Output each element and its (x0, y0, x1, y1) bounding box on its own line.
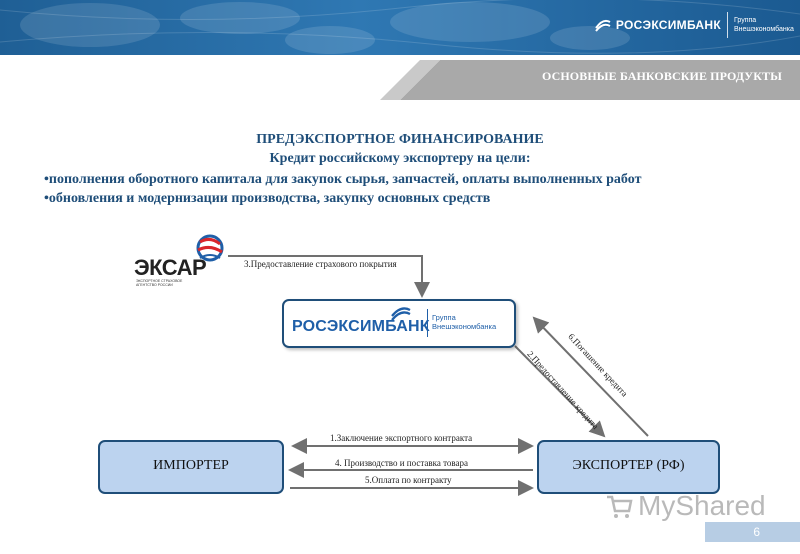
step-1-label: 1.Заключение экспортного контракта (330, 433, 473, 443)
eskar-emblem-icon (196, 234, 224, 262)
eskar-subtitle: ЭКСПОРТНОЕ СТРАХОВОЕ АГЕНТСТВО РОССИИ (136, 279, 183, 287)
step-3-label: 3.Предоставление страхового покрытия (244, 259, 397, 269)
exporter-label: ЭКСПОРТЕР (РФ) (572, 458, 685, 473)
bullet-item-2: •обновления и модернизации производства,… (44, 191, 491, 206)
rosexim-subtitle: Группа Внешэкономбанка (432, 313, 497, 331)
brand-subtitle: Группа Внешэкономбанка (734, 17, 794, 33)
header-banner: РОСЭКСИМБАНК Группа Внешэкономбанка (0, 0, 800, 55)
brand-divider (727, 12, 728, 38)
cart-icon (607, 495, 633, 518)
page-title: ПРЕДЭКСПОРТНОЕ ФИНАНСИРОВАНИЕ (256, 132, 544, 147)
exporter-box: ЭКСПОРТЕР (РФ) (537, 440, 720, 494)
rosexim-logo-icon (595, 19, 611, 32)
arrow-repayment (532, 316, 649, 437)
rosexim-name: РОСЭКСИМБАНК (292, 318, 430, 335)
rosexim-divider (427, 309, 428, 337)
world-map-pattern (0, 0, 800, 54)
section-title: ОСНОВНЫЕ БАНКОВСКИЕ ПРОДУКТЫ (542, 69, 782, 83)
step-5-label: 5.Оплата по контракту (365, 475, 452, 485)
bullet-item-1: •пополнения оборотного капитала для заку… (44, 172, 642, 187)
rosexim-logo-icon (391, 307, 411, 321)
rosexim-box: РОСЭКСИМБАНК Группа Внешэкономбанка (282, 299, 516, 348)
importer-box: ИМПОРТЕР (98, 440, 284, 494)
arrow-credit (514, 345, 606, 438)
section-title-bar (380, 60, 800, 100)
importer-label: ИМПОРТЕР (153, 458, 229, 473)
brand-name: РОСЭКСИМБАНК (615, 18, 721, 32)
arrow-insurance (228, 255, 430, 298)
brand-logo: РОСЭКСИМБАНК Группа Внешэкономбанка (594, 12, 794, 38)
eskar-name: ЭКСАР (134, 255, 207, 280)
page-number: 6 (705, 522, 800, 542)
page-subtitle: Кредит российскому экспортеру на цели: (269, 151, 531, 166)
watermark-text: MyShared (638, 490, 766, 521)
step-4-label: 4. Производство и поставка товара (335, 458, 469, 468)
watermark: MyShared (604, 490, 766, 522)
eskar-logo: ЭКСАР ЭКСПОРТНОЕ СТРАХОВОЕ АГЕНТСТВО РОС… (132, 228, 228, 288)
